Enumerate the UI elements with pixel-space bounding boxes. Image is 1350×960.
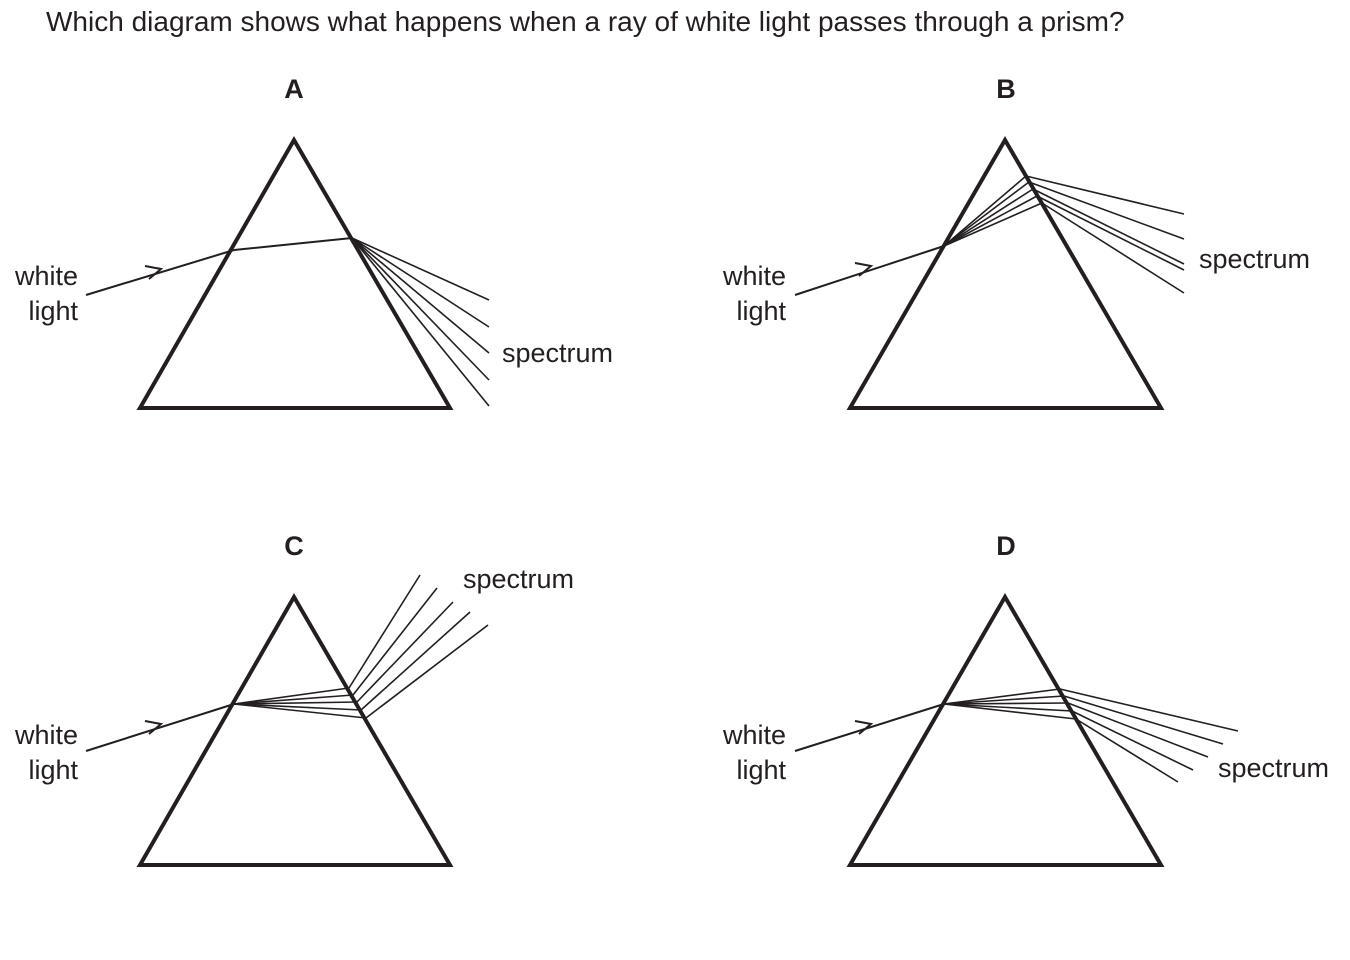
white-label: white [722,720,786,750]
spectrum-rays [1025,175,1185,294]
spectrum-rays [1059,688,1239,783]
option-label: C [284,531,304,561]
incident-ray [794,245,945,296]
prism-diagram-c [85,574,489,867]
light-label: light [28,755,78,785]
option-a-diagram[interactable]: A white light spectrum [0,60,660,500]
option-label: B [996,74,1016,104]
incident-ray [85,249,235,296]
arrow-head [854,262,874,277]
internal-rays [943,175,1043,247]
refracted-ray [233,237,353,251]
question-text: Which diagram shows what happens when a … [46,6,1125,37]
option-c-diagram[interactable]: C white light spectrum [0,520,660,960]
prism-triangle [846,136,1165,410]
spectrum-rays [348,574,489,719]
prism-triangle [136,136,454,410]
option-label: A [284,74,304,104]
light-label: light [736,296,786,326]
light-label: light [28,296,78,326]
spectrum-label: spectrum [1199,244,1311,274]
incident-ray [85,703,235,752]
arrow-head [854,720,874,735]
prism-diagram-a [85,136,490,410]
spectrum-label: spectrum [463,564,575,594]
prism-triangle [846,593,1165,867]
option-d-diagram[interactable]: D white light spectrum [678,520,1338,960]
internal-rays [943,688,1077,720]
white-label: white [14,720,78,750]
prism-diagram-b [794,136,1185,410]
spectrum-label: spectrum [502,338,614,368]
arrow-head [144,720,164,735]
spectrum-label: spectrum [1218,753,1330,783]
prism-triangle [136,593,454,867]
prism-diagram-d [794,593,1239,867]
incident-ray [794,703,945,752]
option-label: D [996,531,1016,561]
internal-rays [233,687,367,719]
light-label: light [736,755,786,785]
spectrum-rays [351,237,490,407]
arrow-head [144,265,164,280]
white-label: white [722,261,786,291]
option-b-diagram[interactable]: B white light spectrum [678,60,1338,500]
white-label: white [14,261,78,291]
